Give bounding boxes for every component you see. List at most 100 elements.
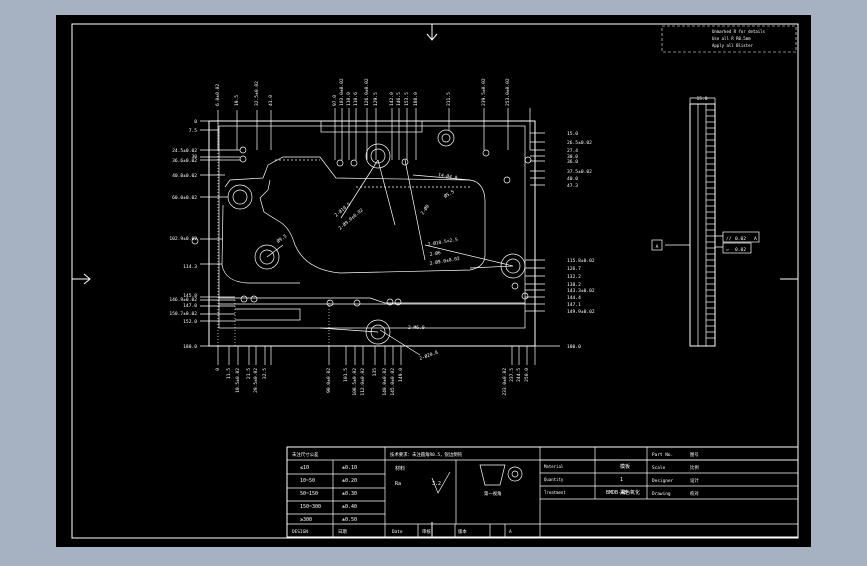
title-block-header: 未注尺寸公差	[292, 451, 319, 458]
tolerance-value: ±0.30	[342, 491, 357, 497]
top-note-box	[661, 25, 797, 53]
top-dimension: 41.0	[268, 95, 274, 106]
right-dimension: 30.0	[567, 154, 578, 160]
bottom-dimension: 233.0±0.02	[502, 368, 508, 396]
dimension-lines	[200, 108, 560, 365]
tolerance-value: 0.02	[735, 247, 746, 253]
top-dimension: 142.0	[389, 92, 395, 106]
side-view-hidden-lines	[706, 109, 715, 339]
right-dimension: 15.0	[567, 131, 578, 137]
tolerance-value: ±0.40	[342, 504, 357, 510]
tolerance-value: ±0.20	[342, 478, 357, 484]
bottom-dimension: 145.0±0.02	[390, 368, 396, 396]
bottom-dimension: 149.0	[398, 368, 404, 382]
title-field-label: Designer	[652, 478, 674, 484]
title-bottom-cell: 版本	[458, 528, 467, 535]
title-bottom-cell: 审核	[422, 528, 431, 535]
right-dimension: 26.5±0.02	[567, 140, 592, 146]
left-dimension: 40.0±0.02	[172, 173, 197, 179]
surface-value: 3.2	[432, 481, 441, 487]
spec-header: 技术要求：未注圆角R0.5，锐边倒钝	[390, 451, 463, 458]
right-dimension: 149.9±0.02	[567, 309, 595, 315]
tolerance-datum: A	[754, 236, 757, 242]
left-dimension: 60.0±0.02	[172, 195, 197, 201]
bottom-dimension: 0	[215, 368, 221, 371]
left-dimension: 114.3	[183, 264, 197, 270]
hole-callout: 14-Ø4.8	[438, 171, 459, 181]
left-dimension: 30	[191, 154, 197, 160]
datum-label: A	[656, 244, 659, 250]
tolerance-value: 0.02	[735, 236, 746, 242]
bottom-dimension: 135	[372, 368, 378, 377]
left-dimension: 146.9±0.02	[169, 297, 197, 303]
projection-symbol-label: 第一视角	[484, 490, 502, 497]
right-dimension: 126.7	[567, 266, 581, 272]
right-dimension: 143.3±0.02	[567, 288, 595, 294]
tolerance-range: ≥300	[300, 517, 312, 523]
title-field-value: 1	[620, 477, 623, 483]
tolerance-value: ±0.50	[342, 517, 357, 523]
part-number: BMDB-4B	[606, 490, 627, 496]
title-field-label: Part No.	[652, 452, 673, 458]
title-field-label: Quantity	[544, 477, 564, 482]
title-block	[286, 446, 799, 538]
right-dimension: 138.2	[567, 282, 581, 288]
left-dimension: 145.8	[183, 293, 197, 299]
right-dimension: 132.2	[567, 274, 581, 280]
right-dimension: 27.4	[567, 148, 578, 154]
tolerance-range: ≤10	[300, 465, 309, 471]
bottom-dimension: 250.0	[524, 368, 530, 382]
right-dimension: 36.0	[567, 159, 578, 165]
bottom-dimension: 11.5	[226, 368, 232, 379]
hole-callout: Ø5.5	[443, 188, 456, 200]
top-dimension: 110.6	[353, 92, 359, 106]
title-field-label: Material	[544, 464, 564, 469]
hole-callout: 2-Ø6	[429, 249, 441, 258]
right-dimension: 115.8±0.02	[567, 258, 595, 264]
top-dimension: 32.5±0.02	[254, 81, 260, 106]
top-dimension: 129.5	[373, 92, 379, 106]
bottom-dimension: 237.5	[509, 368, 515, 382]
title-bottom-cell: A	[509, 529, 512, 535]
bottom-dimension: 112.0±0.02	[360, 368, 366, 396]
right-dimension: 37.5±0.02	[567, 169, 592, 175]
left-dimension: 147.0	[183, 303, 197, 309]
right-dimension: 180.0	[567, 344, 581, 350]
right-dimension: 47.3	[567, 183, 578, 189]
left-dimension: 7.5	[189, 128, 198, 134]
title-field-value: 模板	[620, 463, 630, 470]
top-dimension: 153.5	[404, 92, 410, 106]
top-dimension: 253.0±0.02	[505, 78, 511, 106]
top-dimension: 188.0	[413, 92, 419, 106]
top-note-line: Apply all Blister	[712, 43, 754, 48]
drawing-sheet	[56, 15, 811, 547]
left-dimension: 152.0	[183, 319, 197, 325]
top-dimension: 97.0	[332, 95, 338, 106]
title-field-value: 黑色氧化	[620, 489, 640, 496]
right-dimension: 147.1	[567, 302, 581, 308]
top-dimension: 146.5	[396, 92, 402, 106]
top-dimension: 239.5±0.02	[481, 78, 487, 106]
title-bottom-cell: 日期	[338, 529, 347, 535]
side-view	[651, 97, 760, 347]
top-note-line: Unmarked R for details	[712, 29, 766, 34]
title-field-value: 图号	[690, 452, 699, 458]
bottom-dimension: 101.5	[343, 368, 349, 382]
left-dimension: 36.6±0.02	[172, 158, 197, 164]
centering-marks	[72, 24, 798, 538]
title-field-value: 校对	[690, 490, 699, 497]
top-dimension: 19.5	[234, 95, 240, 106]
left-dimension: 180.0	[183, 344, 197, 350]
title-field-label: Scale	[652, 465, 666, 471]
plate-main-view	[191, 120, 536, 347]
top-note-line: Use all R R0.5mm	[712, 36, 751, 41]
title-field-value: 比例	[690, 464, 699, 471]
bottom-dimension: 108.5±0.02	[352, 368, 358, 396]
bottom-dimension: 29.5±0.02	[253, 368, 259, 393]
bottom-dimension: 32.5	[262, 368, 268, 379]
top-dimension: 211.5	[446, 92, 452, 106]
roughness-label: Ra	[395, 481, 401, 487]
